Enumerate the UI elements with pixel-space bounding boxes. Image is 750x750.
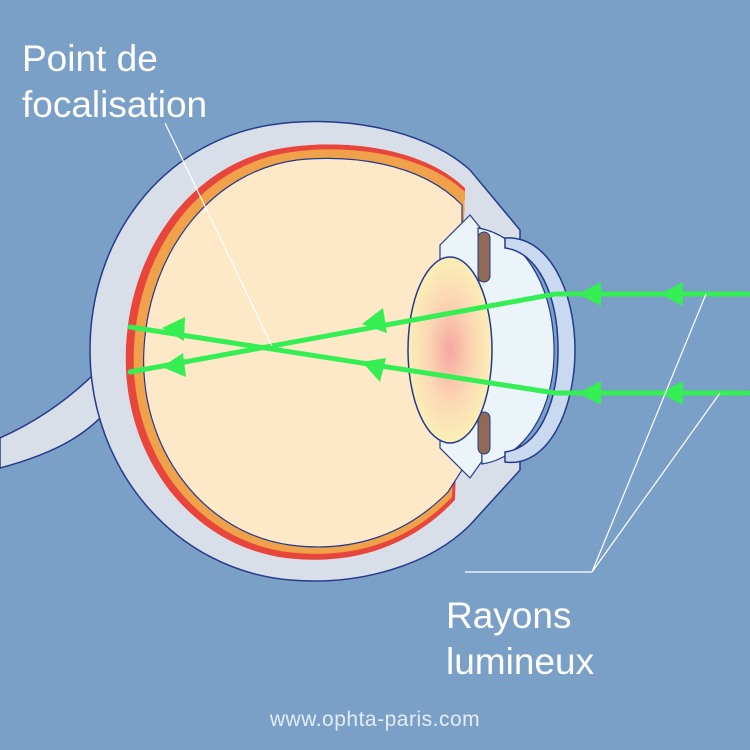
arrow-icon (578, 282, 601, 306)
arrow-icon (660, 282, 683, 306)
leader-lines (164, 122, 721, 573)
arrow-icon (362, 358, 386, 382)
light-rays-label: Rayons lumineux (446, 593, 594, 685)
iris-lower (477, 411, 491, 455)
light-rays-label-line-1: Rayons (446, 595, 572, 636)
leader-line-rays-1 (591, 293, 707, 573)
website-credit: www.ophta-paris.com (269, 708, 481, 731)
ray-arrowheads (162, 282, 683, 405)
crystalline-lens (407, 256, 493, 444)
arrow-icon (578, 381, 601, 405)
light-ray-lower (127, 324, 750, 396)
focal-point-label-line-2: focalisation (22, 84, 208, 125)
arrow-icon (162, 353, 186, 377)
light-rays-label-line-2: lumineux (446, 641, 595, 682)
leader-line-rays-2 (591, 392, 721, 573)
iris-upper (477, 231, 491, 283)
arrow-icon (660, 381, 683, 405)
focal-point-label: Point de focalisation (22, 36, 207, 128)
leader-line-focal (164, 122, 273, 347)
arrow-icon (162, 317, 185, 341)
focal-point-label-line-1: Point de (22, 38, 158, 79)
arrow-icon (362, 308, 387, 333)
